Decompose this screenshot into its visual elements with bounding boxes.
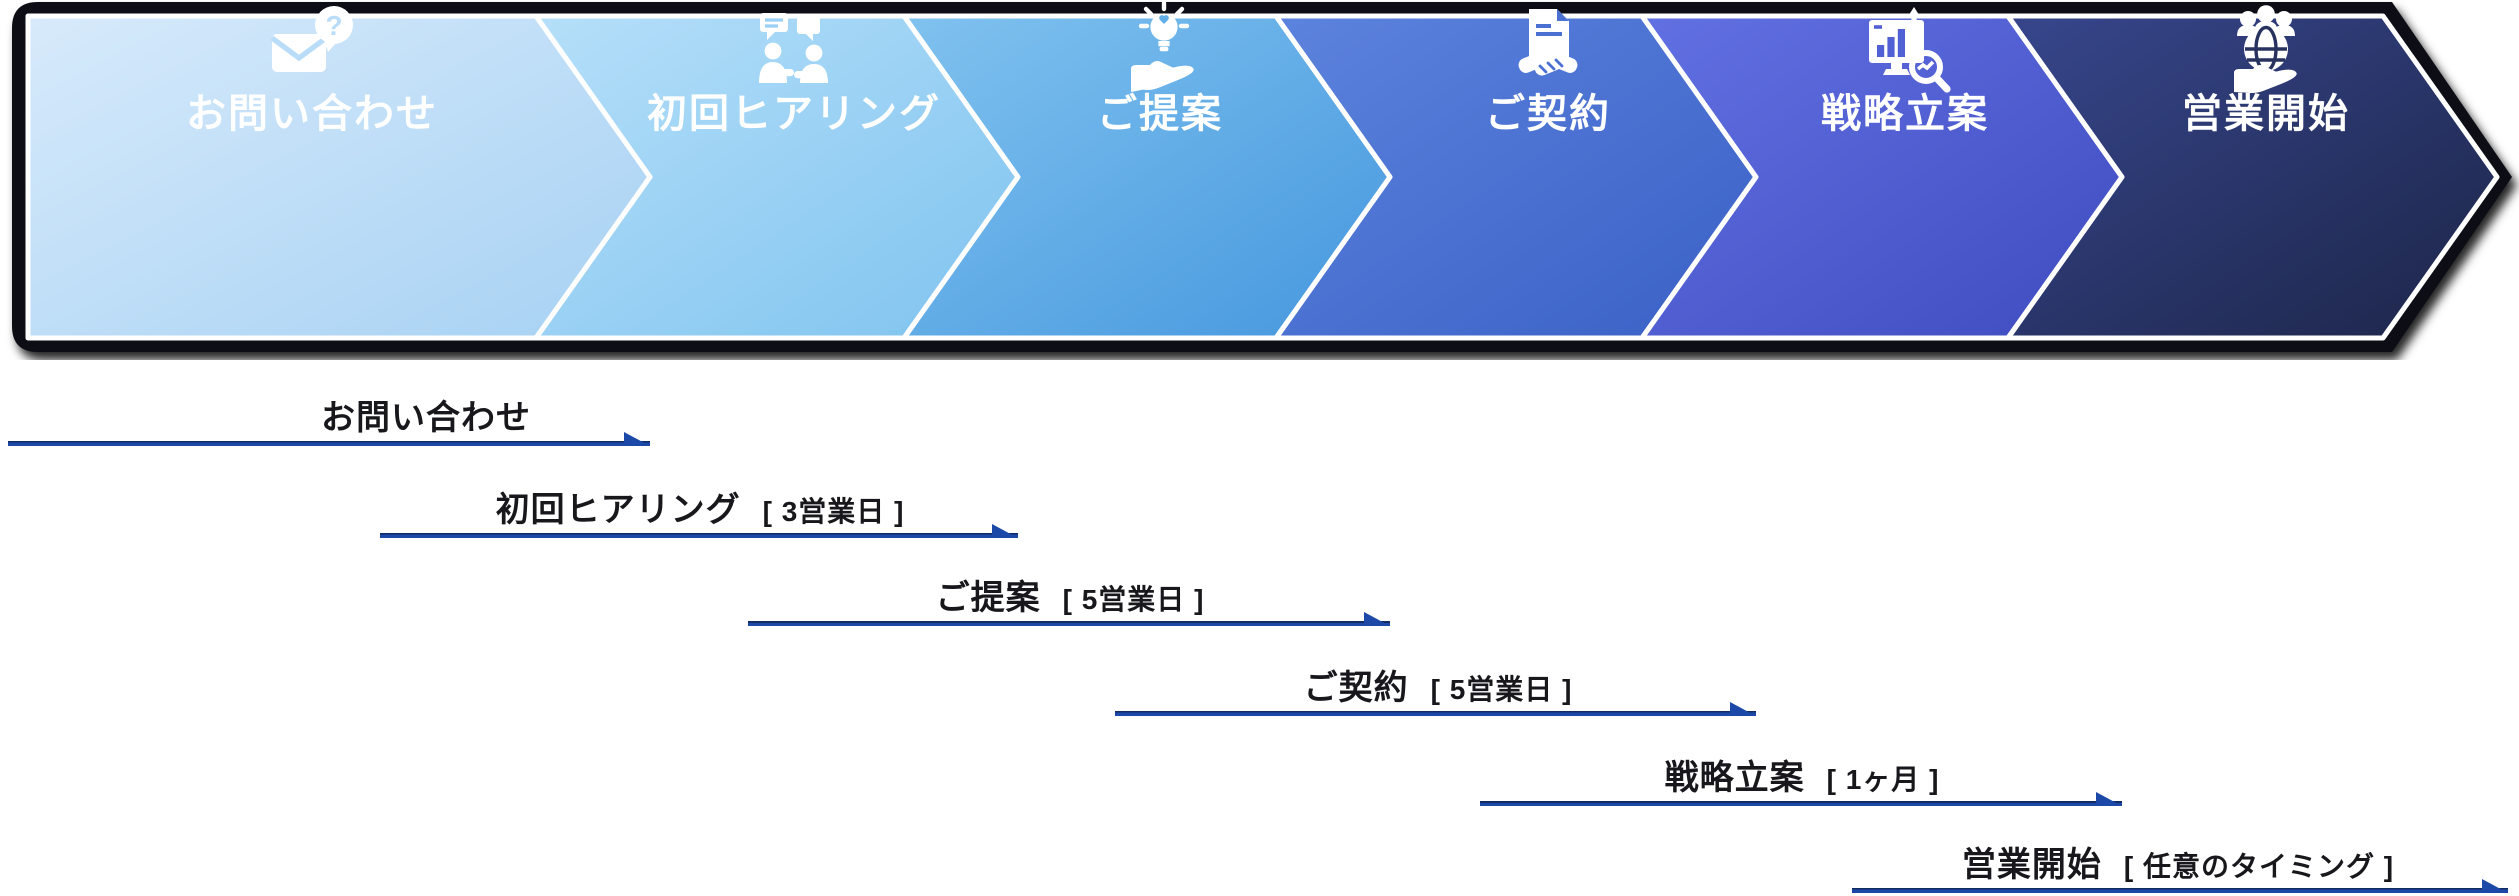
timeline-duration: [ 任意のタイミング ] — [2123, 851, 2395, 882]
timeline-arrow-line — [748, 621, 1390, 626]
timeline-arrow-line — [1852, 888, 2508, 893]
timeline-arrow-line — [8, 441, 650, 446]
timeline-arrow-line — [380, 533, 1018, 538]
step-label-strategy: 戦略立案 — [1821, 92, 1989, 136]
global-sales-icon — [2234, 5, 2297, 94]
timeline-row-label: 初回ヒアリング [ 3営業日 ] — [250, 482, 1150, 531]
timeline-step-name: 戦略立案 — [1664, 759, 1805, 797]
step-label-sales-start: 営業開始 — [2182, 92, 2350, 136]
banner-shapes — [12, 2, 2512, 352]
timeline-duration: [ 1ヶ月 ] — [1826, 764, 1940, 795]
step-label-hearing: 初回ヒアリング — [647, 92, 941, 136]
timeline-duration: [ 5営業日 ] — [1430, 674, 1573, 705]
timeline-row-label: ご契約 [ 5営業日 ] — [988, 660, 1888, 709]
conversation-icon — [759, 13, 828, 83]
timeline-step-name: ご提案 — [935, 579, 1041, 617]
timeline-step-name: 営業開始 — [1961, 846, 2102, 884]
mail-question-icon: ? — [270, 6, 353, 72]
step-label-inquiry: お問い合わせ — [186, 92, 438, 136]
timeline-duration: [ 5営業日 ] — [1062, 584, 1205, 615]
step-label-contract: ご契約 — [1485, 92, 1611, 136]
timeline-arrow-line — [1480, 801, 2122, 806]
timeline-step-name: 初回ヒアリング — [495, 491, 741, 529]
idea-hand-icon — [1131, 0, 1194, 92]
timeline-row-label: 戦略立案 [ 1ヶ月 ] — [1352, 750, 2252, 799]
step-label-proposal: ご提案 — [1097, 92, 1223, 136]
strategy-analysis-icon — [1869, 7, 1951, 93]
timeline-row-label: ご提案 [ 5営業日 ] — [620, 570, 1520, 619]
timeline-row-label: お問い合わせ — [0, 390, 887, 439]
timeline-step-name: お問い合わせ — [321, 399, 531, 437]
process-step-banner: お問い合わせ 初回ヒアリング ご提案 ご契約 戦略立案 営業開始 ? — [0, 0, 2519, 360]
timeline-duration: [ 3営業日 ] — [762, 496, 905, 527]
timeline-row-label: 営業開始 [ 任意のタイミング ] — [1728, 837, 2519, 886]
timeline-step-name: ご契約 — [1303, 669, 1409, 707]
contract-handshake-icon — [1518, 9, 1578, 76]
svg-text:?: ? — [325, 10, 342, 41]
timeline-arrow-line — [1115, 711, 1756, 716]
step-chevron-6 — [2005, 13, 2500, 341]
